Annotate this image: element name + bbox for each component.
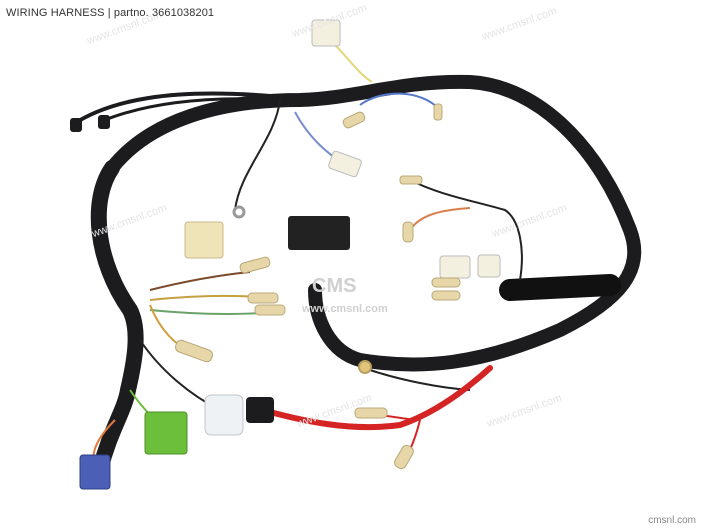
white-connector-right (439, 255, 471, 279)
black-multi-connector (288, 216, 350, 250)
harness-top-loop (105, 74, 642, 372)
footer-site: cmsnl.com (648, 515, 696, 526)
blue-connector (79, 454, 111, 490)
white-connector-mid (328, 150, 362, 178)
watermark-url: www.cmsnl.com (302, 303, 388, 315)
part-title: WIRING HARNESS (6, 7, 105, 19)
part-caption: WIRING HARNESS | partno. 3661038201 (6, 7, 214, 19)
green-connector (144, 411, 188, 455)
white-connector-top (311, 19, 341, 47)
watermark-logo: CMS (312, 275, 357, 297)
caption-separator: | (107, 7, 111, 19)
partno-value: 3661038201 (151, 7, 215, 19)
clear-connector (204, 394, 244, 436)
black-cap-connector (246, 397, 274, 423)
white-connector-right-2 (477, 254, 501, 278)
harness-sleeve (499, 274, 621, 301)
partno-label: partno. (113, 7, 149, 19)
harness-main-bundle (90, 160, 144, 478)
cream-connector (184, 221, 224, 259)
red-wire (267, 365, 493, 431)
